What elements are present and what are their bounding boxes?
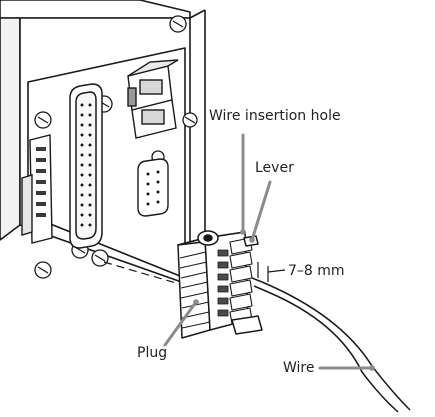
- callout-wire-dot: [369, 365, 375, 371]
- wire: [251, 277, 411, 413]
- screw-top-right: [169, 15, 187, 33]
- screw-bottom-left: [34, 261, 52, 279]
- screw-right-mid: [182, 112, 198, 128]
- label-plug: Plug: [137, 345, 168, 361]
- callouts: [163, 133, 375, 371]
- dsub-9-connector: [137, 158, 169, 217]
- label-strip-length: 7–8 mm: [288, 263, 345, 279]
- screw-bottom-mid: [91, 249, 109, 267]
- dsub-37-connector: [69, 83, 103, 249]
- callout-lever-line: [250, 180, 272, 242]
- callout-plug-line: [163, 300, 198, 347]
- power-connector: [127, 59, 179, 139]
- screw-top-left: [34, 111, 52, 129]
- strip-length-dimension: [257, 262, 286, 282]
- callout-lever-dot: [249, 237, 255, 243]
- label-lever: Lever: [255, 160, 294, 176]
- callout-plug-dot: [193, 299, 199, 305]
- callout-hole-dot: [240, 229, 246, 235]
- label-wire-insertion-hole: Wire insertion hole: [209, 108, 341, 124]
- panel-terminal-header: [21, 134, 53, 244]
- plug: [177, 230, 263, 339]
- label-wire: Wire: [283, 360, 315, 376]
